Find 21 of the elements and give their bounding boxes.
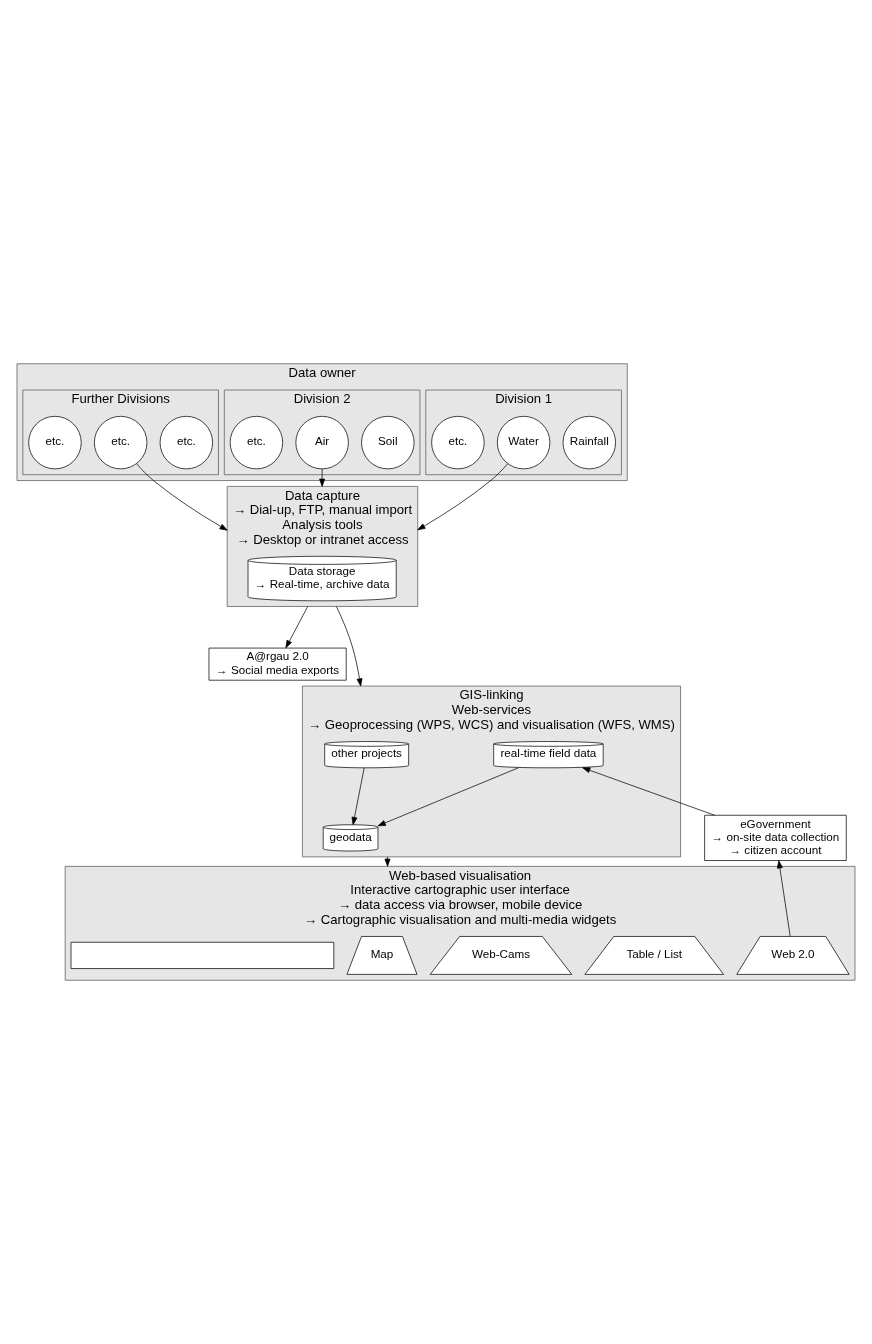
- node-circle: Soil: [361, 415, 415, 470]
- node-circle: etc.: [229, 415, 284, 470]
- node-circle: etc.: [94, 415, 148, 470]
- node-circle: etc.: [28, 415, 82, 470]
- arrow: [377, 767, 519, 827]
- arrow: [777, 860, 791, 937]
- node-circle: etc.: [431, 415, 485, 470]
- node-circle: Air: [295, 415, 349, 470]
- node-circle: Water: [496, 415, 551, 470]
- arrow: [351, 767, 365, 825]
- node-box: A@rgau 2.0 → Social media exports: [208, 647, 347, 681]
- arrow: [319, 468, 326, 487]
- node-box: [70, 941, 335, 969]
- arrow: [136, 463, 228, 531]
- arrow: [582, 767, 715, 816]
- arrow: [285, 606, 309, 649]
- node-circle: etc.: [159, 415, 213, 470]
- arrow: [336, 606, 363, 687]
- arrow: [417, 463, 508, 531]
- node-circle: Rainfall: [562, 415, 616, 470]
- node-box: eGovernment → on-site data collection → citizen account: [704, 814, 847, 861]
